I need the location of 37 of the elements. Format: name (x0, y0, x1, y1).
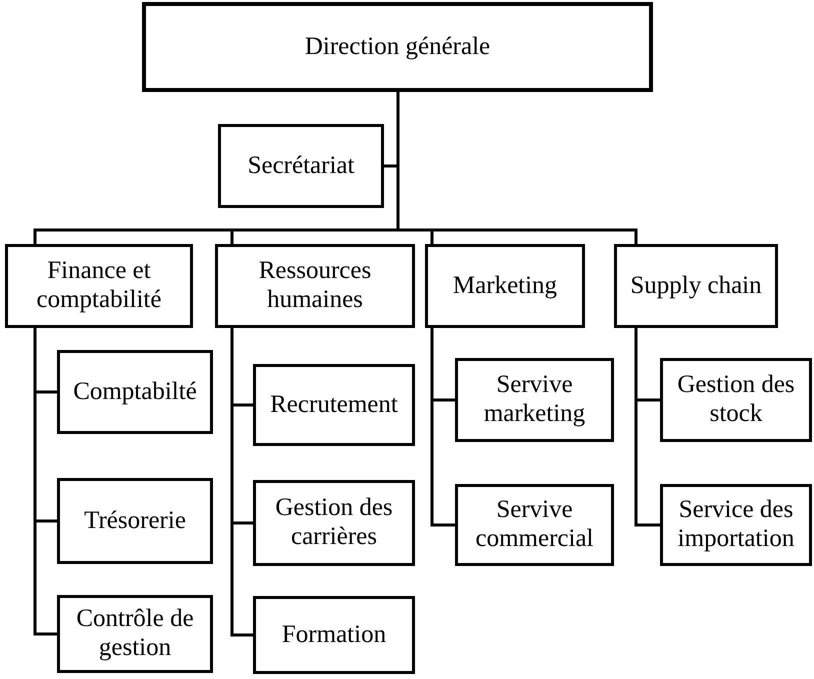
unit-label: Direction générale (304, 32, 490, 62)
connector-line (230, 328, 253, 636)
unit-label: Supply chain (630, 272, 762, 300)
unit-label: Service des importation (676, 496, 796, 554)
unit-label: Recrutement (270, 390, 398, 420)
unit-label: Contrôle de gestion (75, 605, 195, 663)
unit-label: Formation (282, 620, 386, 650)
connector-line (34, 328, 57, 636)
org-box (142, 2, 653, 92)
unit-label: Trésorerie (84, 506, 186, 536)
org-box (455, 358, 614, 442)
unit-label: Secrétariat (248, 152, 354, 180)
unit-label: Finance et comptabilité (36, 257, 162, 315)
org-box (425, 244, 585, 328)
unit-label: Comptabilté (73, 378, 197, 406)
org-box (5, 244, 193, 328)
org-box (215, 244, 415, 328)
unit-label: Ressources humaines (258, 257, 372, 315)
unit-label: Servive commercial (474, 496, 594, 554)
connector-line (634, 328, 660, 526)
connector-line (396, 92, 638, 244)
org-box (253, 364, 415, 446)
org-box (253, 596, 415, 674)
connector-line (430, 328, 455, 526)
org-box (614, 244, 778, 328)
unit-label: Gestion des stock (676, 371, 796, 429)
org-box (218, 124, 384, 208)
org-box (253, 480, 415, 566)
org-box (57, 350, 213, 434)
unit-label: Gestion des carrières (274, 494, 394, 552)
org-box (57, 478, 213, 564)
org-box (660, 358, 812, 442)
unit-label: Marketing (452, 272, 558, 300)
org-box (660, 484, 812, 566)
org-box (455, 484, 614, 566)
unit-label: Servive marketing (482, 371, 586, 429)
org-box (57, 595, 213, 673)
